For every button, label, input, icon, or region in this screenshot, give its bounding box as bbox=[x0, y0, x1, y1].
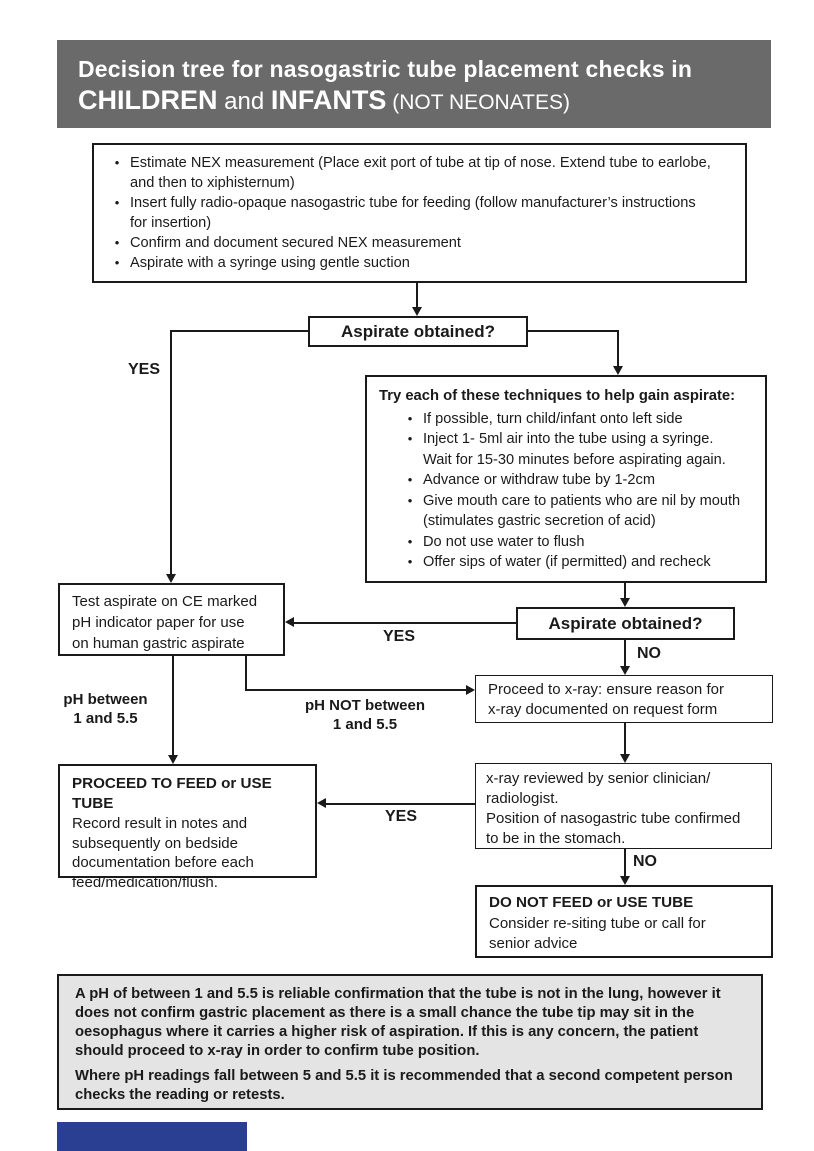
connector-line bbox=[170, 330, 308, 332]
techniques-title: Try each of these techniques to help gai… bbox=[379, 388, 736, 404]
title-not-neonates: (NOT NEONATES) bbox=[386, 91, 570, 114]
bullet-item: • Estimate NEX measurement (Place exit po… bbox=[104, 153, 737, 193]
bullet-text: Offer sips of water (if permitted) and r… bbox=[423, 554, 711, 570]
bullet-dot: • bbox=[407, 533, 413, 549]
bullet-dot: • bbox=[407, 554, 413, 569]
bullet-item: • Give mouth care to patients who are nil… bbox=[397, 491, 761, 532]
bullet-dot: • bbox=[407, 431, 413, 446]
arrowhead-down bbox=[412, 307, 422, 316]
ph-guidance-paragraph-1: A pH of between 1 and 5.5 is reliable co… bbox=[75, 986, 721, 1059]
techniques-box: Try each of these techniques to help gai… bbox=[365, 375, 767, 583]
connector-line bbox=[293, 622, 516, 624]
bullet-item: • Inject 1- 5ml air into the tube using a… bbox=[397, 429, 761, 470]
page-title-line1: Decision tree for nasogastric tube place… bbox=[78, 56, 693, 82]
connector-line bbox=[528, 330, 619, 332]
bullet-text: Aspirate with a syringe using gentle suc… bbox=[130, 255, 410, 271]
bullet-text: Inject 1- 5ml air into the tube using a … bbox=[423, 431, 726, 468]
bullet-dot: • bbox=[114, 155, 120, 170]
decision-aspirate-obtained-2: Aspirate obtained? bbox=[516, 607, 735, 640]
connector-line bbox=[245, 689, 467, 691]
bullet-dot: • bbox=[114, 195, 120, 210]
edge-label-yes-2: YES bbox=[383, 628, 416, 645]
bullet-item: • Offer sips of water (if permitted) and … bbox=[397, 552, 761, 573]
bullet-text: Give mouth care to patients who are nil … bbox=[423, 492, 741, 530]
edge-label-no-1: NO bbox=[637, 645, 661, 662]
connector-line bbox=[325, 803, 475, 805]
bullet-dot: • bbox=[407, 472, 413, 487]
logo-bar bbox=[57, 1122, 247, 1151]
preparation-steps-box: • Estimate NEX measurement (Place exit po… bbox=[92, 143, 747, 283]
arrowhead-down bbox=[613, 366, 623, 375]
title-infants: INFANTS bbox=[270, 85, 387, 115]
arrowhead-left bbox=[317, 798, 326, 808]
bullet-text: Estimate NEX measurement (Place exit por… bbox=[130, 155, 711, 191]
do-not-feed-box: DO NOT FEED or USE TUBE Consider re-siti… bbox=[475, 885, 773, 958]
connector-line bbox=[416, 283, 418, 308]
connector-line bbox=[172, 656, 174, 756]
test-aspirate-box: Test aspirate on CE marked pH indicator … bbox=[58, 583, 285, 656]
ph-guidance-paragraph-2: Where pH readings fall between 5 and 5.5… bbox=[75, 1068, 733, 1103]
arrowhead-down bbox=[620, 876, 630, 885]
connector-line bbox=[624, 849, 626, 879]
edge-label-no-2: NO bbox=[633, 853, 657, 870]
connector-line bbox=[170, 330, 172, 575]
edge-label-ph-not-between: pH NOT between 1 and 5.5 bbox=[304, 697, 425, 733]
connector-line bbox=[624, 723, 626, 755]
arrowhead-down bbox=[620, 754, 630, 763]
techniques-list: • If possible, turn child/infant onto lef… bbox=[379, 409, 761, 573]
bullet-item: • Aspirate with a syringe using gentle su… bbox=[104, 253, 737, 273]
bullet-dot: • bbox=[114, 235, 120, 250]
arrowhead-left bbox=[285, 617, 294, 627]
bullet-item: • Confirm and document secured NEX measur… bbox=[104, 233, 737, 253]
bullet-item: • Do not use water to flush bbox=[397, 532, 761, 553]
bullet-text: Do not use water to flush bbox=[423, 533, 585, 550]
bullet-item: • Advance or withdraw tube by 1-2cm bbox=[397, 470, 761, 491]
title-children: CHILDREN bbox=[78, 85, 218, 115]
bullet-text: If possible, turn child/infant onto left… bbox=[423, 410, 683, 427]
xray-review-box: x-ray reviewed by senior clinician/ radi… bbox=[475, 763, 772, 849]
connector-line bbox=[245, 656, 247, 691]
proceed-to-feed-body: Record result in notes and subsequently … bbox=[72, 815, 254, 891]
xray-request-box: Proceed to x-ray: ensure reason for x-ra… bbox=[475, 675, 773, 723]
arrowhead-down bbox=[620, 666, 630, 675]
edge-label-yes-1: YES bbox=[128, 361, 161, 378]
bullet-item: • If possible, turn child/infant onto lef… bbox=[397, 409, 761, 430]
connector-line bbox=[624, 583, 626, 599]
bullet-dot: • bbox=[407, 492, 413, 508]
bullet-item: • Insert fully radio-opaque nasogastric t… bbox=[104, 193, 737, 233]
bullet-text: Advance or withdraw tube by 1-2cm bbox=[423, 472, 655, 488]
ph-guidance-note: A pH of between 1 and 5.5 is reliable co… bbox=[57, 974, 763, 1110]
bullet-dot: • bbox=[407, 410, 413, 426]
title-banner: Decision tree for nasogastric tube place… bbox=[57, 40, 771, 128]
edge-label-yes-3: YES bbox=[385, 808, 418, 825]
decision-aspirate-obtained-1: Aspirate obtained? bbox=[308, 316, 528, 347]
arrowhead-down bbox=[166, 574, 176, 583]
do-not-feed-body: Consider re-siting tube or call for seni… bbox=[489, 915, 706, 952]
bullet-text: Confirm and document secured NEX measure… bbox=[130, 235, 461, 251]
do-not-feed-title: DO NOT FEED or USE TUBE bbox=[489, 894, 694, 911]
connector-line bbox=[624, 640, 626, 668]
bullet-text: Insert fully radio-opaque nasogastric tu… bbox=[130, 195, 696, 231]
proceed-to-feed-title: PROCEED TO FEED or USE TUBE bbox=[72, 775, 272, 812]
arrowhead-down bbox=[620, 598, 630, 607]
edge-label-ph-between: pH between 1 and 5.5 bbox=[63, 691, 148, 727]
connector-line bbox=[617, 330, 619, 367]
arrowhead-right bbox=[466, 685, 475, 695]
proceed-to-feed-box: PROCEED TO FEED or USE TUBE Record resul… bbox=[58, 764, 317, 891]
bullet-dot: • bbox=[114, 255, 120, 270]
page-title-line2: CHILDREN and INFANTS (NOT NEONATES) bbox=[78, 84, 771, 119]
arrowhead-down bbox=[168, 755, 178, 764]
title-and: and bbox=[217, 88, 271, 115]
